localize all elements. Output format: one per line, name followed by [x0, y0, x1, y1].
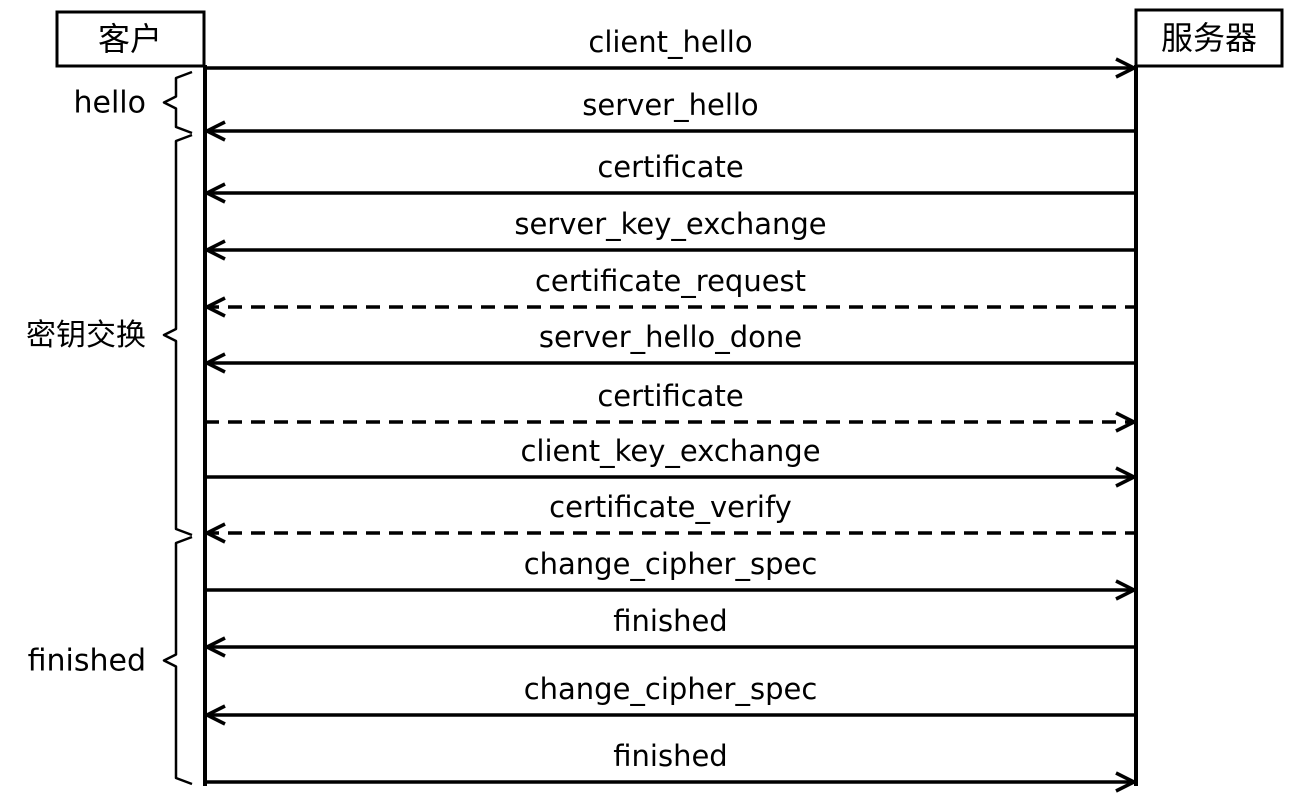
messages: client_hello server_hello certificate serve… — [203, 25, 1138, 793]
arrowhead — [1115, 771, 1138, 793]
phase-label: finished — [28, 644, 146, 679]
arrowhead — [203, 120, 226, 142]
message-label: certificate — [597, 379, 743, 413]
client-label: 客户 — [98, 20, 162, 58]
message-label: client_key_exchange — [520, 434, 820, 468]
arrowhead — [203, 182, 226, 204]
lifelines — [203, 65, 1138, 786]
message-label: certificate_request — [535, 264, 806, 298]
message-arrow: certificate_verify — [203, 490, 1136, 544]
phase-bracket: finished — [28, 535, 193, 786]
message-arrow: certificate_request — [203, 264, 1136, 318]
message-label: server_hello_done — [539, 320, 802, 354]
message-label: change_cipher_spec — [524, 547, 818, 581]
arrowhead — [1115, 411, 1138, 433]
message-label: finished — [613, 739, 727, 773]
arrowhead — [203, 522, 226, 544]
message-label: server_key_exchange — [514, 207, 826, 241]
message-arrow: change_cipher_spec — [203, 672, 1136, 726]
message-arrow: client_key_exchange — [205, 434, 1138, 488]
arrowhead — [203, 704, 226, 726]
message-label: change_cipher_spec — [524, 672, 818, 706]
phase-label: hello — [74, 86, 147, 121]
message-arrow: finished — [203, 604, 1136, 658]
message-label: server_hello — [582, 88, 758, 122]
brace — [162, 535, 193, 786]
arrowhead — [203, 636, 226, 658]
brace — [162, 70, 193, 135]
message-arrow: change_cipher_spec — [205, 547, 1138, 601]
client-box — [55, 10, 206, 68]
message-arrow: finished — [205, 739, 1138, 793]
message-label: certificate_verify — [549, 490, 792, 524]
message-label: certificate — [597, 150, 743, 184]
message-label: client_hello — [588, 25, 752, 59]
message-arrow: client_hello — [205, 25, 1138, 79]
phase-bracket: hello — [74, 70, 193, 135]
arrowhead — [1115, 466, 1138, 488]
arrowhead — [203, 296, 226, 318]
server-label: 服务器 — [1161, 19, 1257, 57]
arrowhead — [1115, 579, 1138, 601]
message-label: finished — [613, 604, 727, 638]
brace — [162, 133, 193, 537]
phase-label: 密钥交换 — [26, 318, 146, 353]
participants: 客户 服务器 — [55, 8, 1284, 68]
phase-bracket: 密钥交换 — [26, 133, 193, 537]
message-arrow: server_hello — [203, 88, 1136, 142]
message-arrow: certificate — [205, 379, 1138, 433]
message-arrow: certificate — [203, 150, 1136, 204]
server-box — [1134, 8, 1284, 68]
message-arrow: server_hello_done — [203, 320, 1136, 374]
arrowhead — [203, 352, 226, 374]
message-arrow: server_key_exchange — [203, 207, 1136, 261]
arrowhead — [203, 239, 226, 261]
phases: hello 密钥交换 finished — [26, 70, 193, 786]
arrowhead — [1115, 57, 1138, 79]
